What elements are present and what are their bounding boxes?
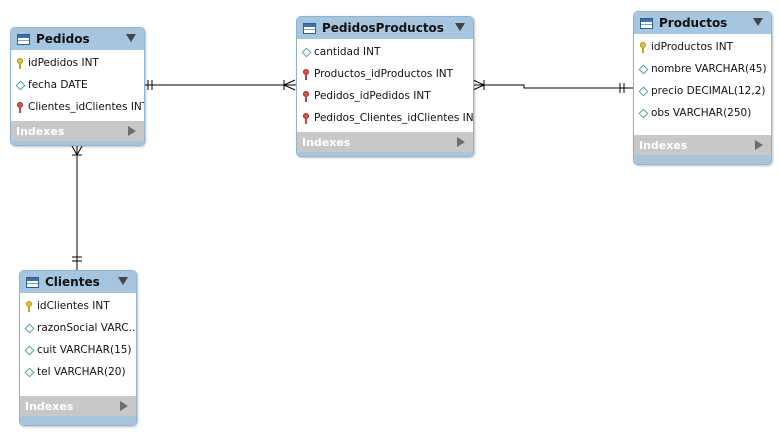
- column-label: obs VARCHAR(250): [651, 107, 752, 119]
- indexes-label: Indexes: [639, 138, 688, 152]
- column-list: idClientes INT razonSocial VARC... cuit …: [20, 293, 136, 386]
- table-icon: [640, 17, 653, 29]
- indexes-label: Indexes: [302, 135, 351, 149]
- column-label: nombre VARCHAR(45): [651, 63, 767, 75]
- attribute-icon: [639, 86, 648, 97]
- column-label: Pedidos_Clientes_idClientes INT: [314, 112, 473, 124]
- crowfoot: [283, 79, 296, 86]
- column-row[interactable]: cuit VARCHAR(15): [20, 339, 136, 361]
- entity-footer: [297, 152, 473, 156]
- attribute-icon: [25, 323, 34, 334]
- indexes-label: Indexes: [16, 124, 65, 138]
- entity-header[interactable]: Pedidos: [11, 28, 144, 50]
- column-row[interactable]: cantidad INT: [297, 41, 473, 63]
- column-label: tel VARCHAR(20): [37, 366, 126, 378]
- relationship-productos-pedidosproductos[interactable]: [472, 79, 633, 93]
- collapse-toggle-icon[interactable]: [455, 23, 465, 31]
- column-row[interactable]: razonSocial VARC...: [20, 317, 136, 339]
- column-label: Pedidos_idPedidos INT: [314, 90, 431, 102]
- column-label: cantidad INT: [314, 46, 381, 58]
- entity-title: Productos: [659, 16, 728, 30]
- column-list: idPedidos INT fecha DATE Clientes_idClie…: [11, 50, 144, 121]
- foreign-key-icon: [16, 101, 25, 113]
- column-row[interactable]: obs VARCHAR(250): [634, 102, 771, 124]
- column-label: precio DECIMAL(12,2): [651, 85, 766, 97]
- entity-header[interactable]: PedidosProductos: [297, 17, 473, 39]
- expand-arrow-icon[interactable]: [128, 126, 136, 136]
- attribute-icon: [639, 108, 648, 119]
- crowfoot: [76, 145, 83, 156]
- column-row[interactable]: tel VARCHAR(20): [20, 361, 136, 383]
- crowfoot: [472, 84, 485, 91]
- entity-header[interactable]: Productos: [634, 12, 771, 34]
- column-label: Clientes_idClientes INT: [28, 101, 144, 113]
- entity-pedidosproductos[interactable]: PedidosProductos cantidad INT Productos_…: [296, 16, 474, 157]
- column-list: idProductos INT nombre VARCHAR(45) preci…: [634, 34, 771, 127]
- column-row[interactable]: Pedidos_Clientes_idClientes INT: [297, 107, 473, 129]
- foreign-key-icon: [302, 112, 311, 124]
- primary-key-icon: [25, 300, 34, 312]
- column-row[interactable]: idClientes INT: [20, 295, 136, 317]
- foreign-key-icon: [302, 90, 311, 102]
- entity-footer: [634, 155, 771, 164]
- attribute-icon: [16, 80, 25, 91]
- table-icon: [303, 22, 316, 34]
- indexes-label: Indexes: [25, 399, 74, 413]
- entity-pedidos[interactable]: Pedidos idPedidos INT fecha DATE Cliente…: [10, 27, 145, 146]
- entity-header[interactable]: Clientes: [20, 271, 136, 293]
- collapse-toggle-icon[interactable]: [753, 18, 763, 26]
- relationship-pedidos-pedidosproductos[interactable]: [144, 79, 296, 91]
- entity-productos[interactable]: Productos idProductos INT nombre VARCHAR…: [633, 11, 772, 165]
- column-row[interactable]: Clientes_idClientes INT: [11, 96, 144, 118]
- entity-clientes[interactable]: Clientes idClientes INT razonSocial VARC…: [19, 270, 137, 426]
- column-row[interactable]: idPedidos INT: [11, 52, 144, 74]
- relationship-clientes-pedidos[interactable]: [71, 145, 83, 270]
- table-icon: [17, 33, 30, 45]
- column-label: Productos_idProductos INT: [314, 68, 454, 80]
- column-label: idPedidos INT: [28, 57, 99, 69]
- attribute-icon: [25, 345, 34, 356]
- crowfoot: [71, 145, 78, 156]
- column-row[interactable]: Pedidos_idPedidos INT: [297, 85, 473, 107]
- column-label: razonSocial VARC...: [37, 322, 136, 334]
- table-icon: [26, 276, 39, 288]
- entity-title: PedidosProductos: [322, 21, 444, 35]
- attribute-icon: [25, 367, 34, 378]
- expand-arrow-icon[interactable]: [457, 137, 465, 147]
- column-label: idProductos INT: [651, 41, 734, 53]
- crowfoot: [472, 79, 485, 86]
- primary-key-icon: [16, 57, 25, 69]
- column-list: cantidad INT Productos_idProductos INT P…: [297, 39, 473, 132]
- column-label: idClientes INT: [37, 300, 110, 312]
- entity-footer: [20, 416, 136, 425]
- column-row[interactable]: nombre VARCHAR(45): [634, 58, 771, 80]
- entity-footer: [11, 141, 144, 145]
- column-row[interactable]: idProductos INT: [634, 36, 771, 58]
- expand-arrow-icon[interactable]: [120, 401, 128, 411]
- indexes-section[interactable]: Indexes: [20, 396, 136, 416]
- attribute-icon: [639, 64, 648, 75]
- crowfoot: [283, 84, 296, 91]
- entity-title: Pedidos: [36, 32, 90, 46]
- collapse-toggle-icon[interactable]: [118, 277, 128, 285]
- column-label: cuit VARCHAR(15): [37, 344, 132, 356]
- column-row[interactable]: Productos_idProductos INT: [297, 63, 473, 85]
- column-label: fecha DATE: [28, 79, 88, 91]
- foreign-key-icon: [302, 68, 311, 80]
- indexes-section[interactable]: Indexes: [11, 121, 144, 141]
- column-row[interactable]: precio DECIMAL(12,2): [634, 80, 771, 102]
- column-row[interactable]: fecha DATE: [11, 74, 144, 96]
- indexes-section[interactable]: Indexes: [297, 132, 473, 152]
- primary-key-icon: [639, 41, 648, 53]
- indexes-section[interactable]: Indexes: [634, 135, 771, 155]
- entity-title: Clientes: [45, 275, 100, 289]
- collapse-toggle-icon[interactable]: [126, 34, 136, 42]
- expand-arrow-icon[interactable]: [755, 140, 763, 150]
- attribute-icon: [302, 47, 311, 58]
